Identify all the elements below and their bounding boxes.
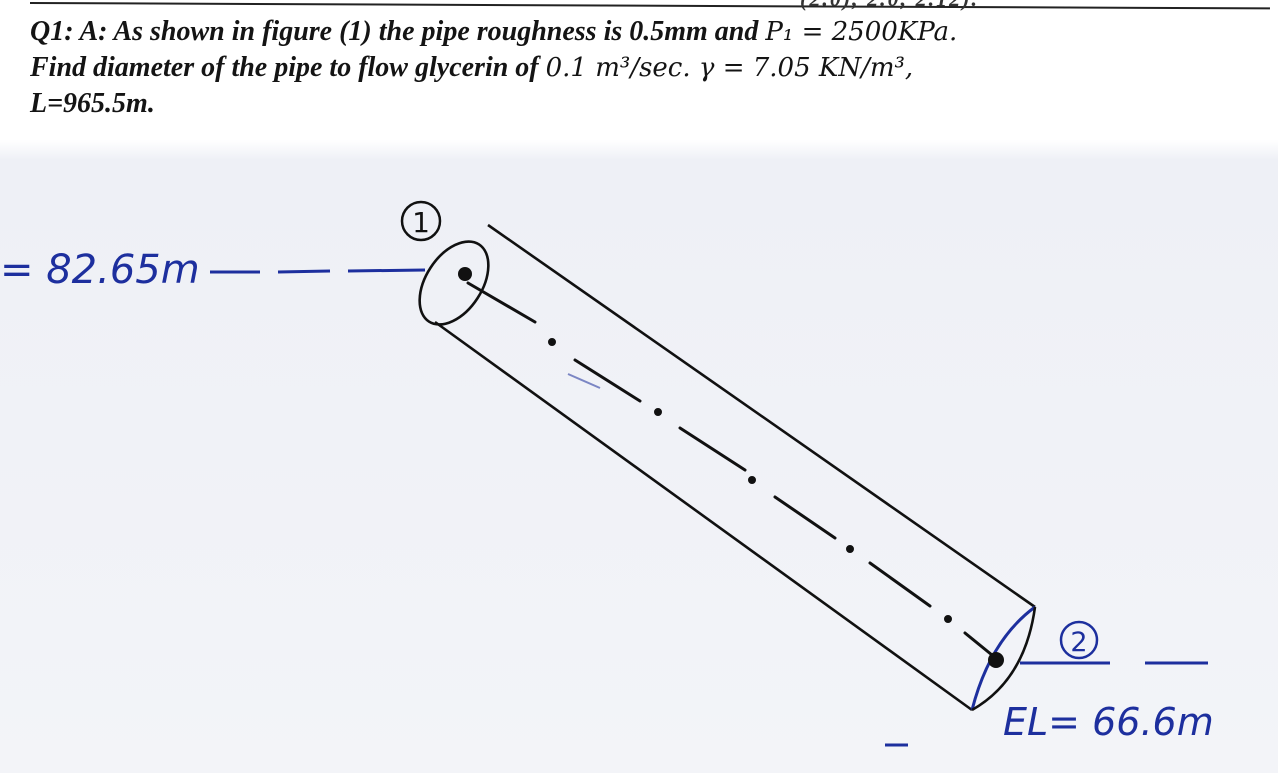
question-line-2: Find diameter of the pipe to flow glycer… bbox=[30, 50, 1275, 86]
question-line-3: L=965.5m. bbox=[30, 88, 155, 119]
question-line-2-text: Find diameter of the pipe to flow glycer… bbox=[30, 52, 539, 83]
point-2-label: 2 bbox=[1070, 627, 1087, 658]
point-1-label: 1 bbox=[412, 206, 430, 239]
point-1-dot bbox=[458, 267, 472, 281]
question-line-1: Q1: A: As shown in figure (1) the pipe r… bbox=[30, 14, 1275, 50]
pipe-body bbox=[418, 223, 1037, 712]
flow-and-weight-values: 0.1 m³/sec. γ = 7.05 KN/m³, bbox=[545, 53, 914, 83]
pipe-centerline bbox=[466, 281, 994, 657]
pipe-outlet-arc bbox=[971, 606, 1037, 712]
point-2-marker: 2 bbox=[1059, 620, 1099, 660]
question-text: Q1: A: As shown in figure (1) the pipe r… bbox=[30, 14, 1275, 122]
pipe-outlet-arc-blue bbox=[970, 605, 1036, 711]
point-1-marker: 1 bbox=[400, 200, 442, 242]
pressure-value: P₁ = 2500KPa. bbox=[765, 17, 958, 47]
cutoff-text: (2.0), 2.0, 2.12). bbox=[800, 0, 979, 12]
elevation-2-label: EL= 66.6m bbox=[1003, 700, 1214, 744]
pipe-inlet-ellipse bbox=[418, 240, 490, 326]
question-line-1-text: Q1: A: As shown in figure (1) the pipe r… bbox=[30, 16, 759, 47]
point-2-dot bbox=[988, 652, 1004, 668]
elevation-1-label: = 82.65m bbox=[0, 247, 200, 293]
elevation-1-dashed-line bbox=[210, 268, 426, 274]
faint-ink-mark bbox=[567, 373, 601, 389]
